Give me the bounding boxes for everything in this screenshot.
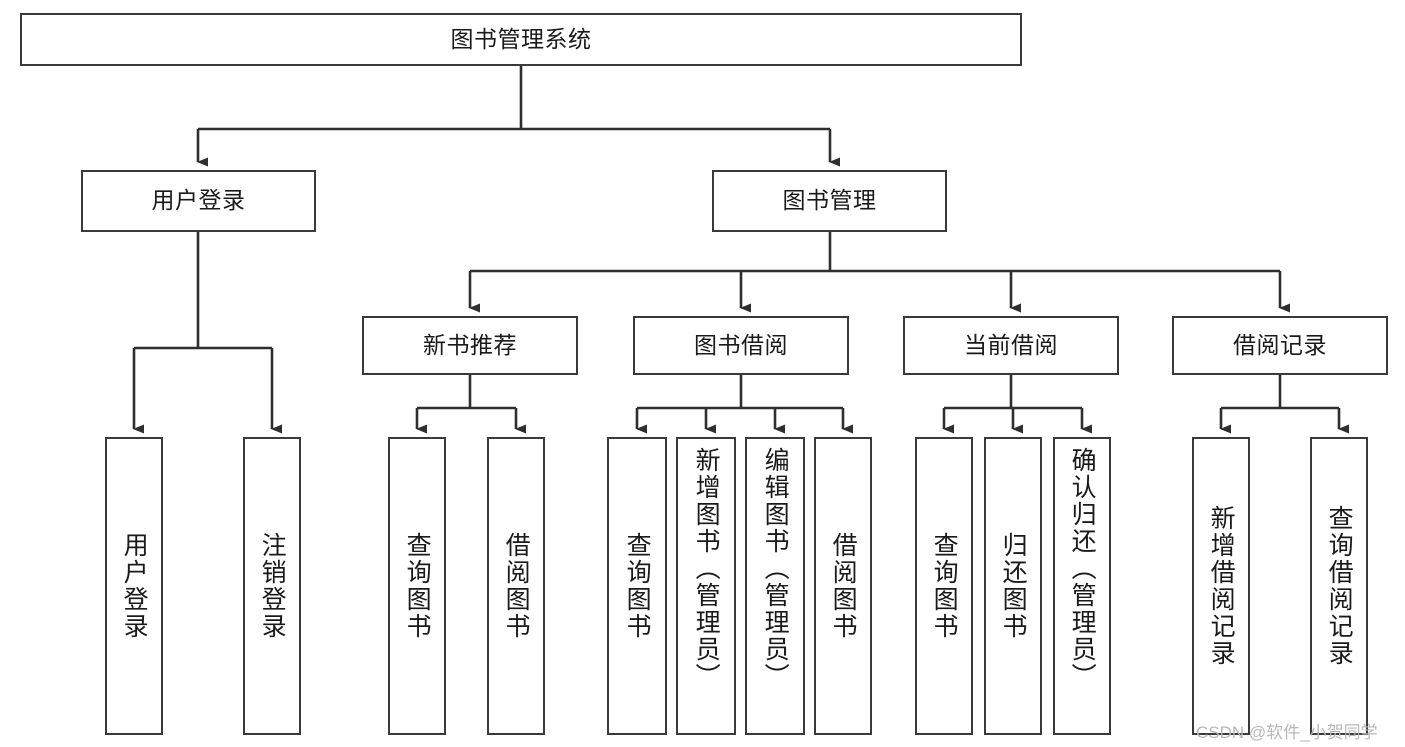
node-leaf-query-book-2-label: 查询图书	[623, 532, 652, 640]
node-leaf-borrow-book-1[interactable]: 借阅图书	[487, 437, 545, 735]
node-leaf-return-book-label: 归还图书	[999, 532, 1028, 640]
node-borrow-record-label: 借阅记录	[1233, 331, 1327, 358]
node-leaf-add-record[interactable]: 新增借阅记录	[1192, 437, 1250, 735]
node-user-login-label: 用户登录	[151, 187, 246, 214]
node-leaf-logout[interactable]: 注销登录	[243, 437, 301, 735]
node-leaf-logout-label: 注销登录	[258, 532, 287, 640]
node-user-login[interactable]: 用户登录	[81, 170, 316, 232]
node-new-book-recommend-label: 新书推荐	[423, 331, 517, 358]
node-borrow-record[interactable]: 借阅记录	[1172, 316, 1388, 375]
node-leaf-user-login[interactable]: 用户登录	[105, 437, 163, 735]
node-leaf-borrow-book-1-label: 借阅图书	[502, 532, 531, 640]
node-leaf-edit-book-label: 编辑图书（管理员）	[761, 447, 790, 690]
node-book-manage-label: 图书管理	[782, 187, 877, 214]
node-current-borrow-label: 当前借阅	[964, 331, 1058, 358]
node-book-borrow-label: 图书借阅	[694, 331, 788, 358]
node-leaf-query-record-label: 查询借阅记录	[1325, 505, 1354, 667]
node-book-manage[interactable]: 图书管理	[712, 170, 947, 232]
node-leaf-borrow-book-2-label: 借阅图书	[829, 532, 858, 640]
csdn-watermark: CSDN @软件_小贺同学	[1196, 723, 1378, 742]
node-book-borrow[interactable]: 图书借阅	[633, 316, 849, 375]
node-leaf-query-book-1[interactable]: 查询图书	[388, 437, 446, 735]
node-leaf-query-book-3[interactable]: 查询图书	[915, 437, 973, 735]
node-leaf-return-book[interactable]: 归还图书	[984, 437, 1042, 735]
node-leaf-user-login-label: 用户登录	[120, 532, 149, 640]
node-leaf-borrow-book-2[interactable]: 借阅图书	[814, 437, 872, 735]
node-current-borrow[interactable]: 当前借阅	[903, 316, 1119, 375]
node-leaf-query-record[interactable]: 查询借阅记录	[1310, 437, 1368, 735]
node-leaf-confirm-return[interactable]: 确认归还（管理员）	[1053, 437, 1111, 735]
node-root[interactable]: 图书管理系统	[20, 13, 1022, 66]
node-leaf-query-book-1-label: 查询图书	[403, 532, 432, 640]
node-leaf-add-book[interactable]: 新增图书（管理员）	[676, 437, 736, 735]
node-leaf-query-book-3-label: 查询图书	[930, 532, 959, 640]
node-leaf-edit-book[interactable]: 编辑图书（管理员）	[745, 437, 805, 735]
node-new-book-recommend[interactable]: 新书推荐	[362, 316, 578, 375]
node-leaf-add-record-label: 新增借阅记录	[1207, 505, 1236, 667]
node-leaf-query-book-2[interactable]: 查询图书	[607, 437, 667, 735]
node-leaf-add-book-label: 新增图书（管理员）	[692, 447, 721, 690]
node-root-label: 图书管理系统	[450, 25, 592, 52]
node-leaf-confirm-return-label: 确认归还（管理员）	[1068, 447, 1097, 690]
